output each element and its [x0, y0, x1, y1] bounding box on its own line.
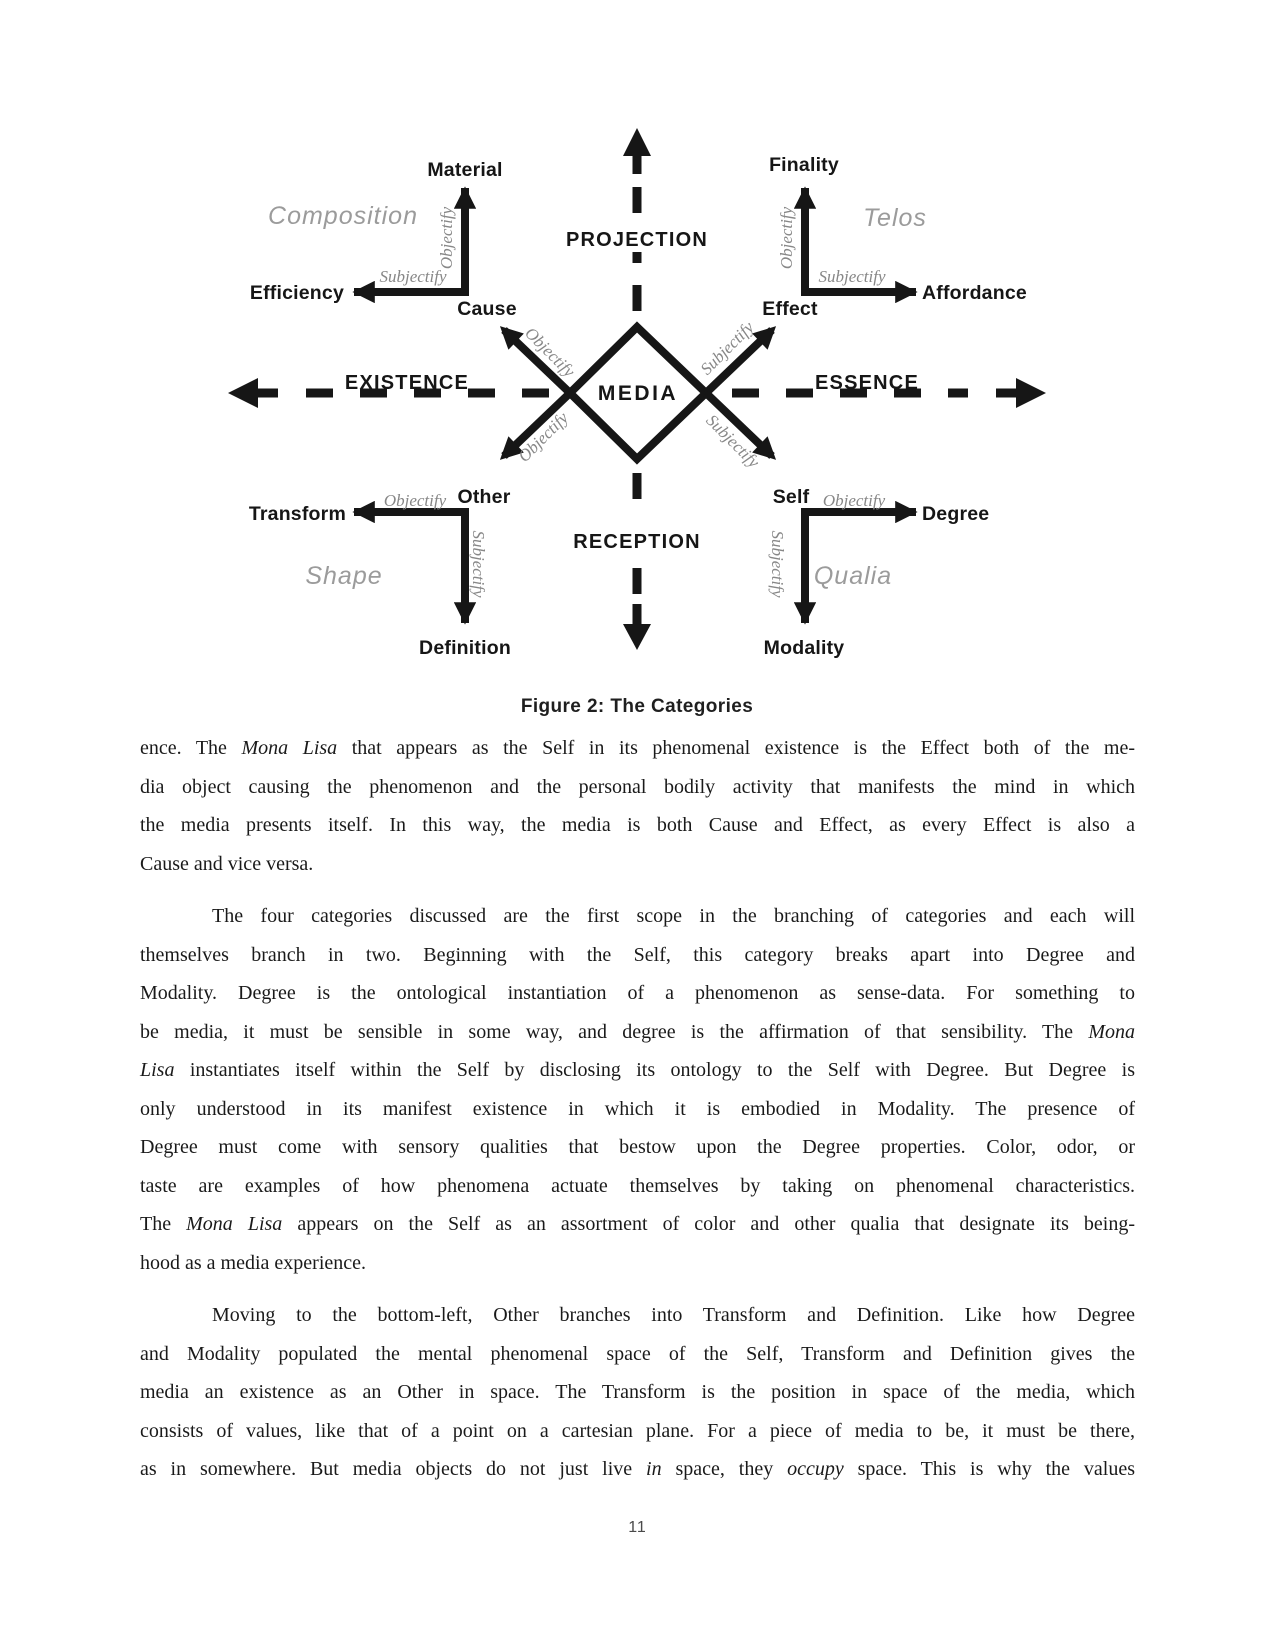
- axis-arrow-down: [623, 624, 651, 650]
- body-line: ence. The Mona Lisa that appears as the …: [140, 737, 1136, 759]
- corner-label-cause: Cause: [457, 298, 517, 320]
- arrow-to-cause: [499, 326, 573, 396]
- relation-label-subjectify-affordance: Subjectify: [818, 267, 885, 286]
- body-text: ence. The Mona Lisa that appears as the …: [140, 729, 1135, 1489]
- body-line: only understood in its manifest existenc…: [140, 1097, 1135, 1120]
- diagonal-label-objectify-other: Objectify: [514, 408, 572, 466]
- body-line: Cause and vice versa.: [140, 852, 314, 875]
- relation-label-objectify-finality: Objectify: [777, 206, 796, 269]
- page-number: 11: [628, 1519, 647, 1536]
- body-line: dia object causing the phenomenon and th…: [140, 775, 1135, 798]
- branch-label-finality: Finality: [769, 154, 839, 176]
- axis-arrow-up: [623, 128, 651, 156]
- elbow-qualia: Degree Modality Objectify Subjectify Qua…: [764, 491, 989, 659]
- diagonal-label-objectify-cause: Objectify: [521, 323, 579, 381]
- branch-label-definition: Definition: [419, 637, 511, 659]
- corner-label-other: Other: [457, 486, 510, 508]
- axis-label-existence: EXISTENCE: [345, 372, 469, 394]
- body-line: The four categories discussed are the fi…: [212, 905, 1135, 927]
- elbow-shape: Transform Definition Objectify Subjectif…: [249, 491, 511, 659]
- body-line: consists of values, like that of a point…: [140, 1419, 1135, 1442]
- body-line: and Modality populated the mental phenom…: [140, 1342, 1135, 1365]
- vertical-axis: [623, 128, 651, 650]
- axis-label-projection: PROJECTION: [566, 229, 708, 251]
- diagonal-arrows: [499, 326, 777, 460]
- body-line: Modality. Degree is the ontological inst…: [140, 982, 1135, 1004]
- branch-label-affordance: Affordance: [922, 282, 1027, 304]
- body-line: hood as a media experience.: [140, 1251, 367, 1274]
- axis-label-essence: ESSENCE: [815, 372, 919, 394]
- body-line: Degree must come with sensory qualities …: [140, 1136, 1135, 1158]
- media-label: MEDIA: [598, 382, 678, 405]
- relation-label-subjectify-definition: Subjectify: [469, 530, 488, 597]
- media-diamond: [564, 321, 712, 465]
- body-line: Moving to the bottom-left, Other branche…: [212, 1304, 1135, 1326]
- group-label-composition: Composition: [268, 202, 418, 230]
- body-paragraph: Moving to the bottom-left, Other branche…: [140, 1296, 1135, 1489]
- body-paragraph: ence. The Mona Lisa that appears as the …: [140, 729, 1135, 883]
- elbow-composition: Material Efficiency Objectify Subjectify…: [250, 159, 503, 304]
- body-line: be media, it must be sensible in some wa…: [140, 1020, 1135, 1043]
- body-line: taste are examples of how phenomena actu…: [140, 1174, 1135, 1197]
- elbow-telos: Finality Affordance Objectify Subjectify…: [769, 154, 1027, 304]
- branch-label-material: Material: [427, 159, 502, 181]
- figure-diagram: PROJECTION RECEPTION EXISTENCE ESSENCE M…: [228, 128, 1046, 717]
- body-line: media an existence as an Other in space.…: [140, 1381, 1135, 1403]
- horizontal-axis: [228, 378, 1046, 408]
- corner-label-effect: Effect: [762, 298, 818, 320]
- arrow-to-effect: [703, 326, 777, 396]
- figure-caption: Figure 2: The Categories: [521, 696, 753, 717]
- group-label-telos: Telos: [863, 204, 927, 232]
- body-line: as in somewhere. But media objects do no…: [140, 1458, 1135, 1480]
- diagonal-label-subjectify-effect: Subjectify: [697, 317, 758, 378]
- relation-label-objectify-material: Objectify: [437, 206, 456, 269]
- axis-arrow-right: [1016, 378, 1046, 408]
- group-label-shape: Shape: [305, 562, 382, 590]
- relation-label-subjectify-efficiency: Subjectify: [379, 267, 446, 286]
- axis-label-reception: RECEPTION: [573, 531, 700, 553]
- body-paragraph: The four categories discussed are the fi…: [140, 897, 1135, 1282]
- body-line: Lisa instantiates itself within the Self…: [140, 1059, 1135, 1081]
- branch-label-modality: Modality: [764, 637, 845, 659]
- relation-label-objectify-transform: Objectify: [384, 491, 447, 510]
- diagonal-label-subjectify-self: Subjectify: [702, 411, 763, 472]
- axis-arrow-left: [228, 378, 258, 408]
- relation-label-subjectify-modality: Subjectify: [768, 530, 787, 597]
- branch-label-degree: Degree: [922, 503, 989, 525]
- relation-label-objectify-degree: Objectify: [823, 491, 886, 510]
- arrow-to-other: [499, 390, 573, 460]
- branch-label-transform: Transform: [249, 503, 346, 525]
- branch-label-efficiency: Efficiency: [250, 282, 344, 304]
- group-label-qualia: Qualia: [814, 562, 892, 590]
- arrow-to-self: [703, 390, 777, 460]
- corner-label-self: Self: [773, 486, 810, 508]
- body-line: The Mona Lisa appears on the Self as an …: [140, 1213, 1136, 1235]
- body-line: themselves branch in two. Beginning with…: [140, 943, 1135, 966]
- body-line: the media presents itself. In this way, …: [140, 814, 1135, 836]
